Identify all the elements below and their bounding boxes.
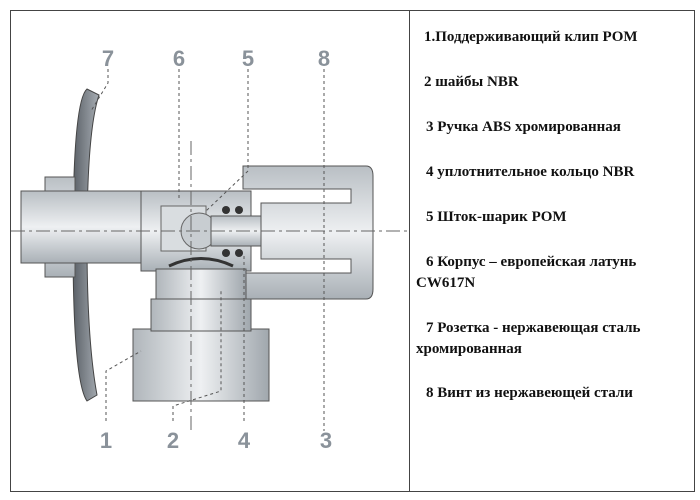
valve-drawing: 7 6 5 8 1 2 4 3 [11, 46, 411, 453]
callout-6: 6 [173, 46, 185, 71]
legend-item-5: 5 Шток-шарик POM [426, 209, 567, 225]
legend-item-8: 8 Винт из нержавеющей стали [426, 385, 633, 401]
callout-5: 5 [242, 46, 254, 71]
callout-3: 3 [320, 428, 332, 453]
callout-4: 4 [238, 428, 251, 453]
legend-item-3: 3 Ручка ABS хромированная [426, 119, 621, 135]
outlet-thread [132, 328, 270, 402]
outlet-body [155, 268, 247, 300]
parts-legend: 1.Поддерживающий клип POM 2 шайбы NBR 3 … [409, 10, 695, 492]
callout-2: 2 [167, 428, 179, 453]
callout-7: 7 [102, 46, 114, 71]
callout-8: 8 [318, 46, 330, 71]
callout-1: 1 [100, 428, 112, 453]
legend-item-7: 7 Розетка - нержавеющая сталь хромирован… [416, 320, 641, 357]
legend-item-4: 4 уплотнительное кольцо NBR [426, 164, 635, 180]
legend-item-1: 1.Поддерживающий клип POM [424, 29, 638, 45]
legend-item-2: 2 шайбы NBR [424, 74, 519, 90]
inlet-pipe [20, 190, 162, 264]
legend-item-6: 6 Корпус – европейская латунь CW617N [416, 254, 637, 291]
handle [242, 165, 374, 300]
valve-cross-section-diagram: 7 6 5 8 1 2 4 3 [10, 10, 411, 492]
